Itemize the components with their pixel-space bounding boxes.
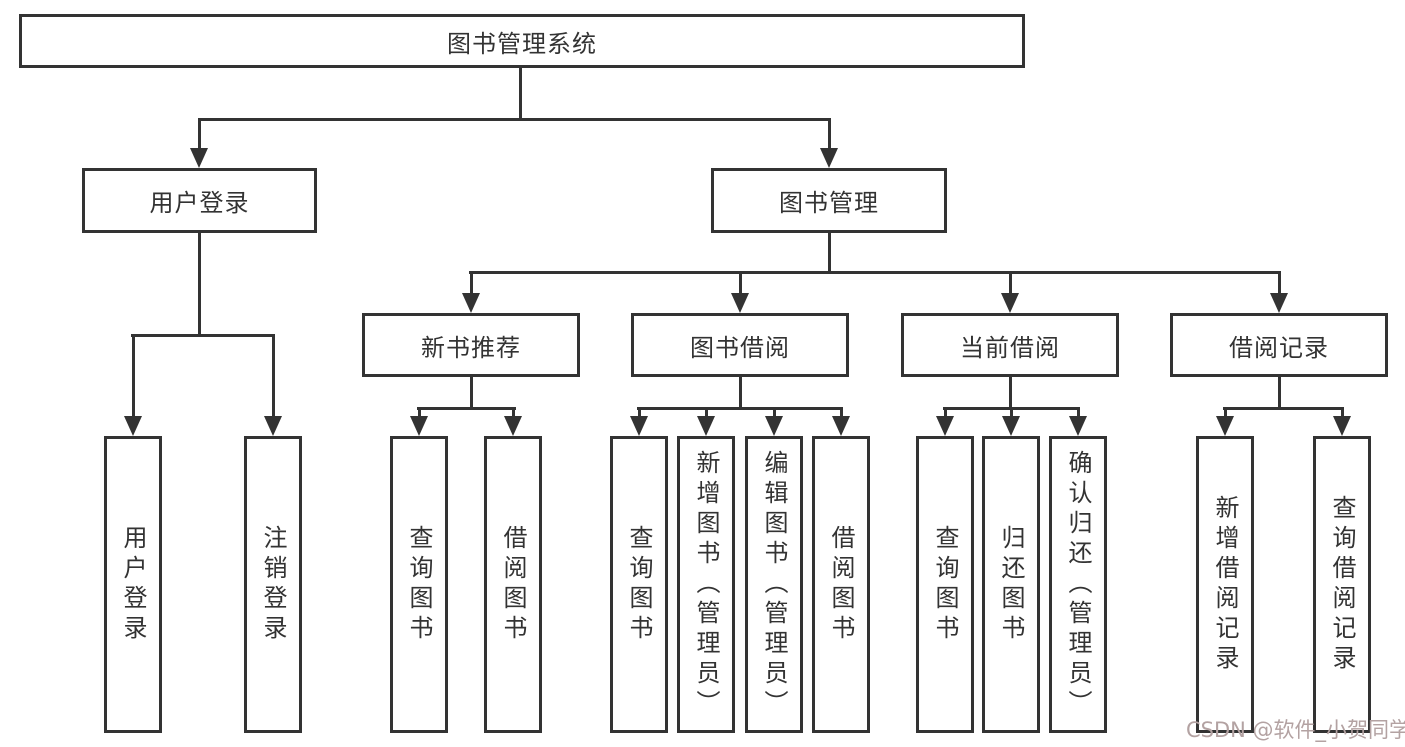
arrowhead-down — [410, 416, 428, 436]
connector-user-login-split — [131, 334, 275, 337]
connector-line — [470, 271, 473, 297]
node-new-book-recommend: 新书推荐 — [362, 313, 580, 377]
arrowhead-down — [765, 416, 783, 436]
connector-line — [705, 407, 708, 421]
connector-recommend-stem — [470, 377, 473, 410]
arrowhead-down — [1216, 416, 1234, 436]
node-book-borrow-label: 图书借阅 — [690, 333, 790, 362]
node-borrow-records-label: 借阅记录 — [1229, 333, 1329, 362]
node-current-borrow: 当前借阅 — [901, 313, 1119, 377]
connector-line — [272, 334, 275, 420]
leaf-borrow-query-books: 查询图书 — [610, 436, 668, 733]
connector-line — [1077, 407, 1080, 421]
arrowhead-down — [832, 416, 850, 436]
connector-level2-split — [469, 271, 1281, 274]
leaf-borrow-query-books-label: 查询图书 — [625, 524, 653, 645]
connector-line — [739, 271, 742, 297]
leaf-current-query-books-label: 查询图书 — [931, 524, 959, 645]
arrowhead-down — [264, 416, 282, 436]
arrowhead-down — [1333, 416, 1351, 436]
connector-borrow-stem — [739, 377, 742, 410]
connector-level1-split — [198, 118, 831, 121]
node-book-management-label: 图书管理 — [779, 189, 879, 217]
node-current-borrow-label: 当前借阅 — [960, 333, 1060, 362]
connector-line — [638, 407, 641, 421]
leaf-logout-label: 注销登录 — [259, 524, 287, 645]
connector-line — [418, 407, 421, 421]
connector-recommend-split — [417, 407, 516, 410]
node-new-book-recommend-label: 新书推荐 — [421, 333, 521, 362]
connector-line — [944, 407, 947, 421]
connector-line — [1341, 407, 1344, 421]
node-user-login-label: 用户登录 — [149, 189, 250, 217]
connector-line — [1009, 271, 1012, 297]
node-book-borrow: 图书借阅 — [631, 313, 849, 377]
connector-current-stem — [1009, 377, 1012, 410]
connector-line — [1010, 407, 1013, 421]
arrowhead-down — [1001, 293, 1019, 313]
arrowhead-down — [124, 416, 142, 436]
leaf-borrow-borrow-books-label: 借阅图书 — [827, 524, 855, 645]
arrowhead-down — [1069, 416, 1087, 436]
arrowhead-down — [1002, 416, 1020, 436]
arrowhead-down — [190, 148, 208, 168]
node-root: 图书管理系统 — [19, 14, 1025, 68]
connector-line — [840, 407, 843, 421]
leaf-borrow-add-books-admin-label: 新增图书（管理员） — [692, 449, 720, 720]
arrowhead-down — [630, 416, 648, 436]
connector-records-split — [1223, 407, 1344, 410]
connector-line — [512, 407, 515, 421]
leaf-borrow-edit-books-admin: 编辑图书（管理员） — [745, 436, 803, 733]
leaf-recommend-borrow-books: 借阅图书 — [484, 436, 542, 733]
arrowhead-down — [697, 416, 715, 436]
node-book-management: 图书管理 — [711, 168, 947, 233]
arrowhead-down — [462, 293, 480, 313]
leaf-records-query-record-label: 查询借阅记录 — [1328, 494, 1356, 675]
arrowhead-down — [1270, 293, 1288, 313]
csdn-watermark: CSDN @软件_小贺同学 — [1186, 718, 1405, 742]
connector-root-stem — [519, 68, 522, 121]
leaf-current-confirm-return-admin-label: 确认归还（管理员） — [1064, 449, 1092, 720]
arrowhead-down — [820, 148, 838, 168]
connector-book-management-stem — [828, 233, 831, 274]
leaf-current-return-books: 归还图书 — [982, 436, 1040, 733]
leaf-user-login: 用户登录 — [104, 436, 162, 733]
leaf-recommend-query-books: 查询图书 — [390, 436, 448, 733]
connector-line — [773, 407, 776, 421]
leaf-current-return-books-label: 归还图书 — [997, 524, 1025, 645]
node-root-label: 图书管理系统 — [447, 29, 597, 58]
arrowhead-down — [936, 416, 954, 436]
leaf-records-add-record-label: 新增借阅记录 — [1211, 494, 1239, 675]
connector-line — [132, 334, 135, 420]
connector-line — [1278, 271, 1281, 297]
leaf-records-add-record: 新增借阅记录 — [1196, 436, 1254, 733]
leaf-borrow-edit-books-admin-label: 编辑图书（管理员） — [760, 449, 788, 720]
arrowhead-down — [504, 416, 522, 436]
leaf-records-query-record: 查询借阅记录 — [1313, 436, 1371, 733]
leaf-current-query-books: 查询图书 — [916, 436, 974, 733]
leaf-logout: 注销登录 — [244, 436, 302, 733]
leaf-recommend-borrow-books-label: 借阅图书 — [499, 524, 527, 645]
connector-line — [1224, 407, 1227, 421]
connector-line — [828, 118, 831, 152]
connector-user-login-stem — [198, 233, 201, 337]
node-borrow-records: 借阅记录 — [1170, 313, 1388, 377]
connector-records-stem — [1278, 377, 1281, 410]
leaf-current-confirm-return-admin: 确认归还（管理员） — [1049, 436, 1107, 733]
connector-line — [198, 118, 201, 152]
leaf-borrow-add-books-admin: 新增图书（管理员） — [677, 436, 735, 733]
leaf-user-login-label: 用户登录 — [119, 524, 147, 645]
arrowhead-down — [731, 293, 749, 313]
connector-borrow-split — [637, 407, 843, 410]
node-user-login: 用户登录 — [82, 168, 317, 233]
leaf-recommend-query-books-label: 查询图书 — [405, 524, 433, 645]
leaf-borrow-borrow-books: 借阅图书 — [812, 436, 870, 733]
